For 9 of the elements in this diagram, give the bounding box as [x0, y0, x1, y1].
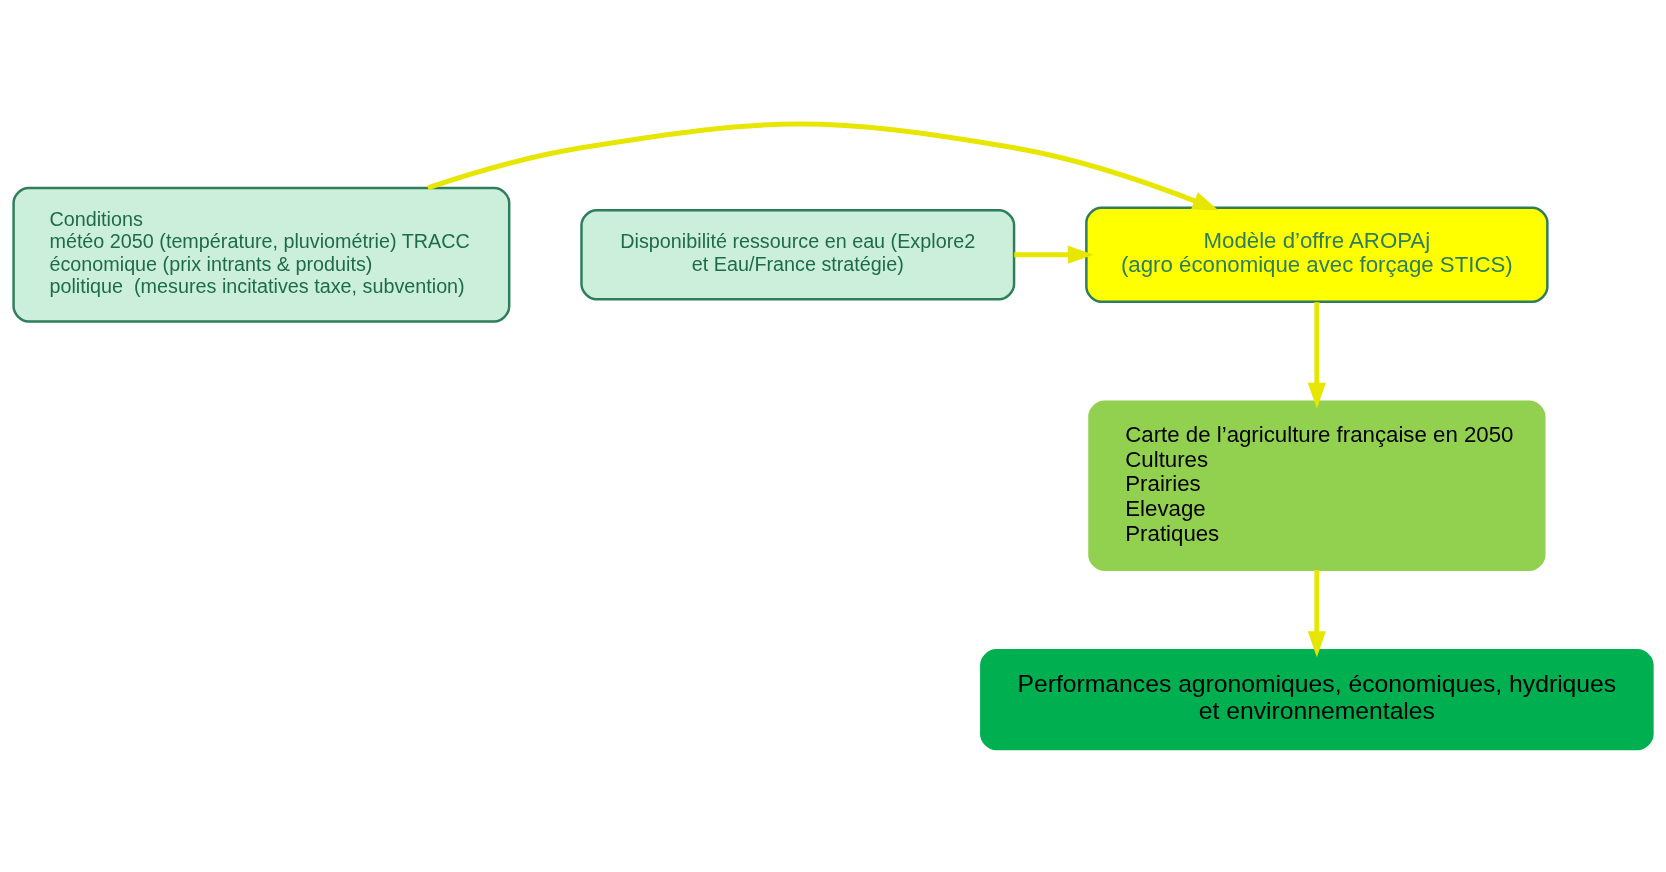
arrow: [1307, 301, 1326, 409]
node-box: Performances agronomiques, économiques, hydriques et environnementales: [980, 648, 1654, 750]
node-box: Conditions météo 2050 (température, pluviométrie) TRACC économique (prix intrants & produits) politique (mesures incitatives taxe, subvention): [12, 186, 511, 323]
node-box: Modèle d’offre AROPAj (agro économique avec forçage STICS): [1085, 206, 1549, 303]
arrow: [1014, 245, 1094, 264]
arrow: [1307, 569, 1326, 657]
node-box: Disponibilité ressource en eau (Explore2 et Eau/France stratégie): [580, 208, 1016, 300]
arrow: [427, 121, 1219, 210]
node-box: Carte de l’agriculture française en 2050 Cultures Prairies Elevage Pratiques: [1088, 400, 1546, 571]
